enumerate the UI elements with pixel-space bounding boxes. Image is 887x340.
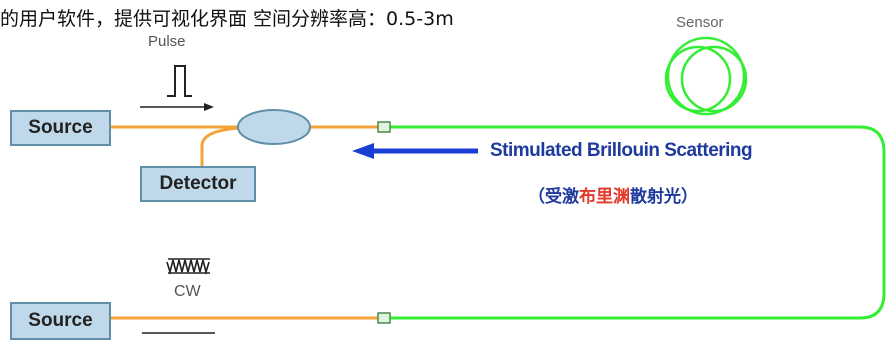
sbs-chinese-label: （受激布里渊散射光） — [528, 182, 698, 207]
pulse-icon — [167, 65, 192, 97]
header-text: 的用户软件，提供可视化界面 空间分辨率高：0.5-3m — [0, 8, 454, 30]
cw-wave-icon — [166, 259, 210, 276]
source-box-top: Source — [10, 110, 111, 146]
pulse-label: Pulse — [148, 33, 186, 50]
detector-box: Detector — [140, 166, 256, 202]
sbs-chinese-red: 布里渊 — [579, 187, 630, 207]
connector-top — [377, 121, 391, 133]
cw-label: CW — [174, 283, 201, 300]
source-label-bottom: Source — [28, 310, 93, 331]
coupler-icon — [237, 109, 311, 145]
sbs-chinese-close: 散射光） — [630, 187, 698, 207]
sbs-label: Stimulated Brillouin Scattering — [490, 140, 753, 161]
sensor-coil-icon — [664, 36, 748, 116]
sensor-label: Sensor — [676, 14, 724, 31]
sbs-chinese-open: （受激 — [528, 187, 579, 207]
sensing-fiber — [390, 125, 886, 320]
source-box-bottom: Source — [10, 302, 111, 340]
sbs-arrow-head — [352, 143, 374, 159]
detector-label: Detector — [159, 173, 237, 194]
connector-bottom — [377, 312, 391, 324]
pulse-arrow-head — [204, 103, 214, 111]
detector-fiber — [200, 126, 243, 166]
source-label-top: Source — [28, 117, 93, 138]
